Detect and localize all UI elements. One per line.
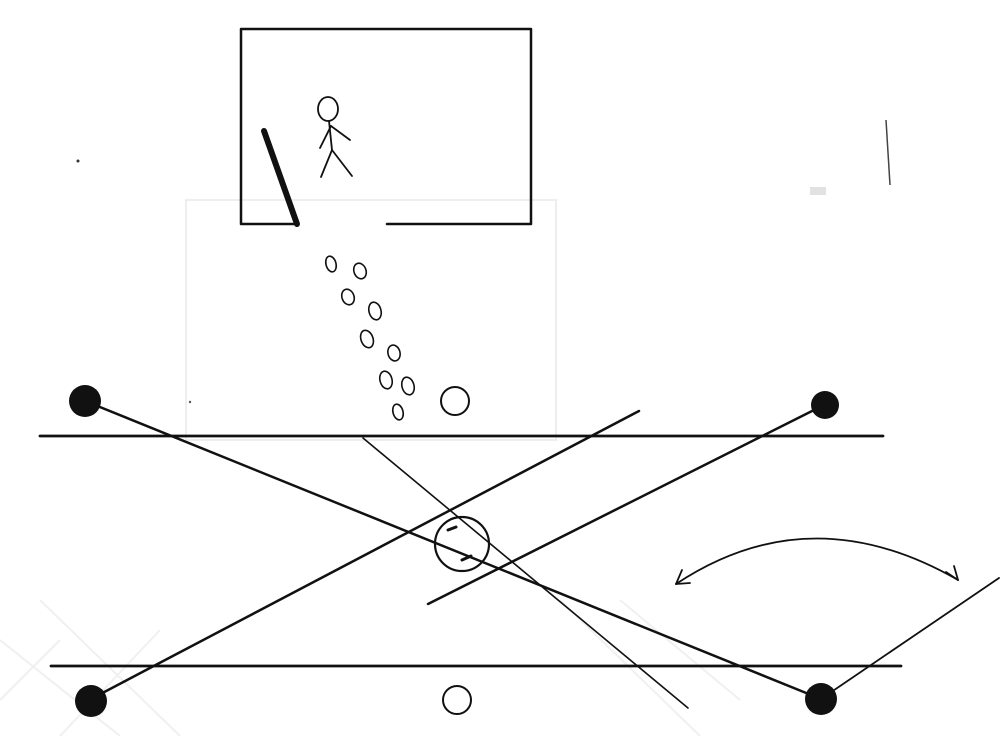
pivot-joint xyxy=(69,385,101,417)
falling-dots xyxy=(324,255,416,421)
hub-mark xyxy=(460,554,473,562)
pivot-joint xyxy=(811,391,839,419)
scissor-bar xyxy=(426,403,826,606)
hub-mark xyxy=(446,525,458,532)
ramp-bar xyxy=(261,128,300,227)
pivot-joint xyxy=(75,685,107,717)
swing-arm xyxy=(820,577,1000,700)
lower-ball-circle xyxy=(442,685,472,715)
ghost-lattice xyxy=(0,599,741,736)
stray-stroke xyxy=(885,119,891,186)
pivot-joint xyxy=(805,683,837,715)
stray-smudge xyxy=(810,187,826,195)
ball-circle xyxy=(440,386,470,416)
scissor-mechanism xyxy=(38,385,1000,717)
window-frame xyxy=(239,27,533,226)
stray-dot xyxy=(188,400,192,404)
rotation-arrow-icon xyxy=(675,537,959,585)
stick-figure-icon xyxy=(317,96,353,178)
center-hub xyxy=(433,515,491,573)
scissor-bar-thin xyxy=(362,437,689,709)
scissor-bar xyxy=(83,399,823,701)
scissor-bar xyxy=(89,409,641,701)
stray-dot xyxy=(76,159,80,163)
ghost-rectangle xyxy=(185,199,557,441)
